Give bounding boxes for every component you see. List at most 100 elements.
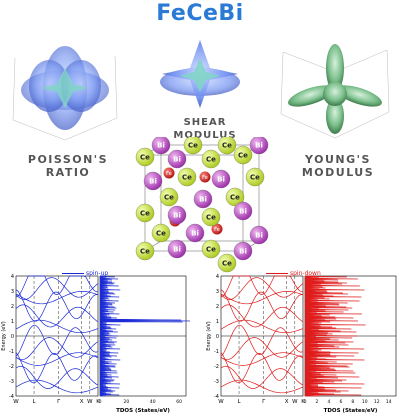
atom-label: Bi <box>199 196 207 204</box>
band-curve <box>220 337 304 361</box>
spin-up-legend-label: spin-up <box>86 270 109 277</box>
dos-tick-label: 20 <box>124 399 130 405</box>
atom-label: Ce <box>156 230 166 238</box>
fe-atom-label: Fe <box>202 175 208 181</box>
atom-label: Bi <box>191 230 199 238</box>
crystal-atom <box>201 207 221 227</box>
atom-label: Ce <box>140 248 150 256</box>
band-curve <box>220 324 304 357</box>
youngs-label-line1: YOUNG'S <box>305 153 371 166</box>
crystal-atom <box>135 203 155 223</box>
atom-label: Ce <box>140 210 150 218</box>
crystal-atom <box>233 201 253 221</box>
band-curve <box>220 319 304 334</box>
crystal-structure: FeFeFeFeBiCeCeBiCeBiCeCeBiCeBiCeCeBiCeCe… <box>135 137 269 273</box>
crystal-atom <box>185 223 205 243</box>
poisson-ratio-label: POISSON'S RATIO <box>20 153 116 179</box>
k-point-label: X <box>285 399 289 405</box>
y-tick-label: 4 <box>216 274 219 280</box>
band-curve <box>15 304 99 328</box>
k-point-label: W <box>87 399 93 405</box>
y-tick-label: -1 <box>214 349 219 355</box>
band-curve <box>15 379 99 394</box>
atom-label: Ce <box>206 156 216 164</box>
spin-up-legend-line <box>62 273 84 274</box>
atom-label: Ce <box>164 194 174 202</box>
k-point-label: Γ <box>57 399 61 405</box>
band-curve <box>220 304 304 328</box>
y-tick-label: 0 <box>11 334 14 340</box>
dos-tick-label: 40 <box>150 399 156 405</box>
y-axis-label: Energy (eV) <box>1 321 7 351</box>
atom-label: Bi <box>239 208 247 216</box>
dos-tick-label: 10 <box>362 399 368 405</box>
crystal-atom <box>151 223 171 243</box>
crystal-atom <box>143 171 163 191</box>
crystal-atom <box>233 145 253 165</box>
band-curve <box>15 319 99 334</box>
dos-tick-label: 2 <box>316 399 319 405</box>
shear-modulus-surface <box>160 40 240 108</box>
atom-label: Ce <box>238 152 248 160</box>
band-curve <box>15 337 99 361</box>
dos-tick-label: 12 <box>374 399 380 405</box>
k-point-label: W <box>218 399 224 405</box>
band-curve <box>220 289 304 322</box>
dos-tick-label: 14 <box>386 399 392 405</box>
band-curve <box>220 352 304 384</box>
crystal-atom <box>167 205 187 225</box>
y-axis-label: Energy (eV) <box>206 321 212 351</box>
band-curve <box>220 365 304 389</box>
dos-tick-label: 0 <box>99 399 102 405</box>
k-point-label: K <box>96 399 100 405</box>
y-tick-label: 2 <box>11 304 14 310</box>
k-point-label: L <box>238 399 242 405</box>
dos-curve <box>304 275 366 397</box>
dos-axis-label: TDOS (States/eV) <box>324 408 378 414</box>
band-curve <box>15 352 99 384</box>
crystal-atom <box>201 149 221 169</box>
band-curve <box>220 277 304 300</box>
atom-label: Ce <box>250 174 260 182</box>
y-tick-label: -2 <box>9 364 14 370</box>
band-curve <box>220 290 304 305</box>
atom-label: Bi <box>173 156 181 164</box>
k-point-label: X <box>80 399 84 405</box>
band-curve <box>15 324 99 357</box>
k-point-label: Γ <box>262 399 266 405</box>
atom-label: Ce <box>222 142 232 150</box>
atom-label: Ce <box>188 142 198 150</box>
crystal-atom <box>151 137 171 155</box>
spin-down-legend-line <box>266 273 288 274</box>
dos-tick-label: 6 <box>339 399 342 405</box>
dos-curve <box>99 275 190 397</box>
k-point-label: L <box>33 399 37 405</box>
y-tick-label: -4 <box>9 394 14 400</box>
atom-label: Bi <box>255 232 263 240</box>
atom-label: Bi <box>255 142 263 150</box>
band-curve <box>15 289 99 322</box>
y-tick-label: 3 <box>11 289 14 295</box>
y-tick-label: 1 <box>216 319 219 325</box>
k-point-label: W <box>13 399 19 405</box>
youngs-modulus-label: YOUNG'S MODULUS <box>290 153 386 179</box>
band-curve <box>220 275 304 298</box>
crystal-atom <box>249 225 269 245</box>
crystal-atom <box>249 137 269 155</box>
dos-tick-label: 60 <box>176 399 182 405</box>
crystal-atom <box>193 189 213 209</box>
crystal-atom <box>225 187 245 207</box>
dos-tick-label: 4 <box>327 399 330 405</box>
atom-label: Ce <box>222 260 232 268</box>
band-curve <box>15 290 99 305</box>
crystal-atom <box>135 147 155 167</box>
y-tick-label: -3 <box>9 379 14 385</box>
band-curve <box>220 352 304 366</box>
atom-label: Ce <box>140 154 150 162</box>
atom-label: Bi <box>173 246 181 254</box>
crystal-atom <box>201 239 221 259</box>
poisson-ratio-surface <box>12 46 118 141</box>
atom-label: Bi <box>239 248 247 256</box>
